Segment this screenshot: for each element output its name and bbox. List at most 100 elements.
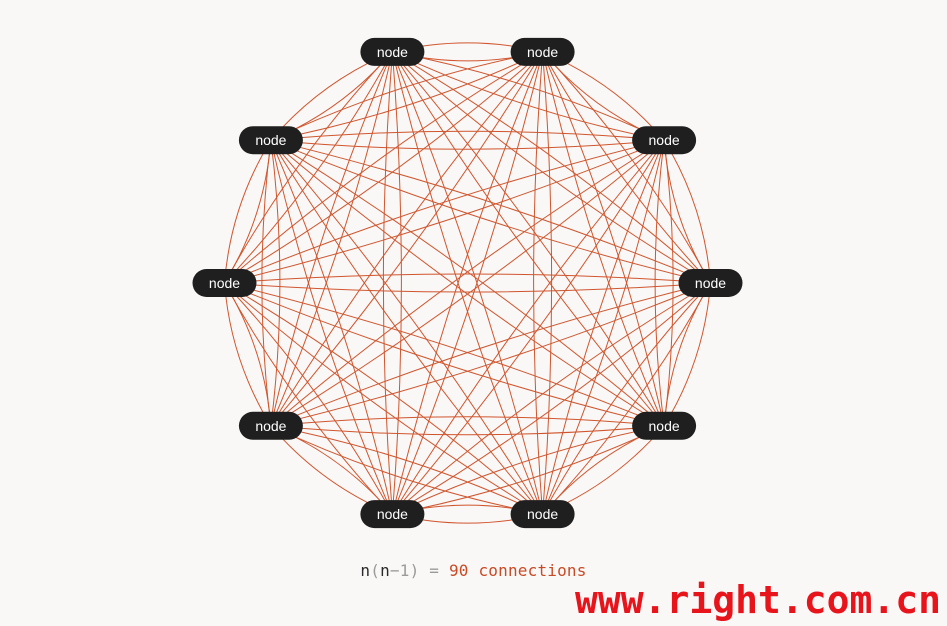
node-pill bbox=[632, 126, 697, 155]
formula-close-paren: ) bbox=[409, 561, 420, 580]
edge-1-9-b bbox=[270, 51, 543, 141]
edge-3-8-b bbox=[224, 282, 711, 293]
node-pill bbox=[510, 37, 575, 66]
edge-2-5-b bbox=[542, 140, 665, 515]
node-pill bbox=[678, 269, 743, 297]
edge-2-9-b bbox=[270, 139, 665, 150]
edge-1-3-a bbox=[542, 51, 711, 284]
edge-0-6-b bbox=[391, 51, 402, 515]
edge-5-7-a bbox=[270, 425, 543, 515]
edge-1-8-b bbox=[224, 51, 543, 284]
formula-minus-one: −1 bbox=[389, 561, 410, 580]
edge-2-7-a bbox=[270, 139, 665, 427]
edge-1-8-a bbox=[224, 51, 543, 284]
edge-4-7-a bbox=[270, 425, 665, 436]
edge-1-4-b bbox=[542, 51, 665, 426]
node-label: node bbox=[377, 506, 408, 522]
edge-7-9-b bbox=[270, 140, 281, 426]
edge-4-6-b bbox=[392, 425, 665, 515]
edge-1-7-a bbox=[270, 51, 543, 427]
node-label: node bbox=[649, 418, 680, 434]
full-mesh-diagram: node node node node node node node node node node bbox=[192, 37, 743, 529]
edge-3-6-a bbox=[392, 282, 711, 515]
edge-0-8-b bbox=[224, 51, 393, 284]
edge-5-9-b bbox=[270, 139, 544, 515]
node-label: node bbox=[695, 275, 726, 291]
node-pill bbox=[238, 411, 303, 440]
edge-0-5-a bbox=[391, 51, 544, 515]
node: node bbox=[510, 37, 575, 66]
edge-6-8-b bbox=[224, 282, 393, 515]
edge-3-4-a bbox=[663, 282, 711, 427]
formula-connections-word: connections bbox=[468, 561, 587, 580]
edge-2-8-a bbox=[224, 139, 665, 284]
edge-8-9-a bbox=[224, 139, 272, 284]
node-pill bbox=[632, 411, 697, 440]
formula-count: 90 bbox=[448, 561, 469, 580]
edge-4-8-a bbox=[224, 282, 665, 427]
formula-equals: = bbox=[419, 561, 449, 580]
connections-layer bbox=[224, 42, 711, 524]
node-pill bbox=[360, 500, 425, 529]
edge-3-6-b bbox=[392, 282, 711, 515]
edge-1-3-b bbox=[542, 51, 711, 284]
edge-2-3-a bbox=[663, 139, 711, 284]
edge-1-7-b bbox=[270, 51, 544, 427]
edge-2-8-b bbox=[224, 139, 665, 284]
edge-0-8-a bbox=[224, 51, 393, 284]
edge-3-9-b bbox=[270, 139, 711, 284]
edge-0-2-b bbox=[392, 51, 665, 141]
edge-0-7-b bbox=[270, 51, 393, 426]
edge-0-2-a bbox=[392, 51, 665, 141]
edge-4-9-b bbox=[270, 139, 665, 427]
edge-3-7-a bbox=[270, 282, 711, 427]
connection-formula: n(n−1) = 90 connections bbox=[0, 561, 947, 580]
node: node bbox=[632, 411, 697, 440]
edge-0-4-a bbox=[392, 51, 665, 427]
node-label: node bbox=[255, 418, 286, 434]
edge-3-5-a bbox=[542, 282, 711, 515]
edge-3-9-a bbox=[270, 139, 711, 284]
edge-1-5-b bbox=[533, 51, 544, 515]
node: node bbox=[360, 500, 425, 529]
node-label: node bbox=[377, 44, 408, 60]
node-pill bbox=[360, 37, 425, 66]
node: node bbox=[510, 500, 575, 529]
edge-1-4-a bbox=[542, 51, 665, 426]
node-label: node bbox=[649, 132, 680, 148]
edge-7-8-a bbox=[224, 282, 272, 427]
node-label: node bbox=[527, 44, 558, 60]
node-pill bbox=[238, 126, 303, 155]
edge-4-9-a bbox=[270, 139, 665, 427]
formula-n-inner: n bbox=[380, 561, 390, 580]
node-pill bbox=[510, 500, 575, 529]
edge-0-7-a bbox=[270, 51, 393, 426]
node: node bbox=[238, 126, 303, 155]
formula-n: n bbox=[360, 561, 371, 580]
edge-5-8-a bbox=[224, 282, 543, 515]
node-label: node bbox=[255, 132, 286, 148]
edge-4-7-b bbox=[270, 416, 665, 427]
edge-2-9-a bbox=[270, 130, 665, 141]
edge-0-3-a bbox=[392, 51, 711, 284]
edge-2-6-a bbox=[392, 139, 665, 515]
edge-7-9-a bbox=[261, 140, 272, 426]
edge-5-7-b bbox=[270, 425, 543, 515]
node: node bbox=[360, 37, 425, 66]
node: node bbox=[192, 269, 257, 297]
watermark: www.right.com.cn bbox=[574, 578, 941, 622]
edge-0-3-b bbox=[392, 51, 711, 284]
edge-6-9-a bbox=[270, 140, 393, 515]
edge-2-7-b bbox=[270, 139, 665, 427]
edge-0-6-a bbox=[382, 51, 393, 515]
edge-8-9-b bbox=[224, 140, 272, 284]
node: node bbox=[678, 269, 743, 297]
node: node bbox=[238, 411, 303, 440]
edge-3-8-a bbox=[224, 273, 711, 284]
edge-0-5-b bbox=[391, 51, 544, 515]
edge-2-4-a bbox=[663, 140, 674, 426]
node-label: node bbox=[209, 275, 240, 291]
edge-0-4-b bbox=[391, 51, 665, 427]
edge-3-7-b bbox=[270, 282, 711, 427]
edge-1-6-b bbox=[391, 51, 544, 515]
